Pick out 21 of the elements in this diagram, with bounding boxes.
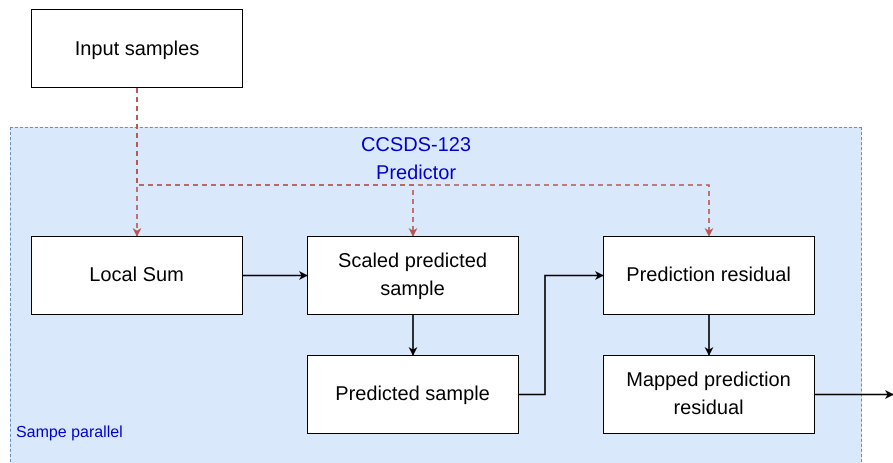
process-box — [31, 9, 243, 88]
arrow — [519, 271, 604, 396]
process-box — [306, 354, 518, 434]
arrow — [243, 271, 308, 280]
group-note: Sampe parallel — [16, 424, 123, 442]
arrow — [136, 88, 714, 237]
process-box — [30, 236, 242, 314]
arrow — [704, 315, 714, 356]
process-box — [602, 354, 814, 434]
box-label: Input samples — [74, 36, 200, 62]
box-label: Prediction residual — [626, 263, 791, 288]
arrow — [815, 390, 893, 399]
box-label: Mapped prediction residual — [625, 368, 792, 421]
process-box — [602, 236, 814, 314]
box-label: Scaled predicted sample — [337, 249, 488, 302]
group-container — [10, 127, 862, 463]
box-label: Predicted sample — [335, 382, 490, 407]
process-box — [306, 236, 518, 314]
group-title: CCSDS-123 Predictor — [360, 133, 472, 186]
arrow — [408, 315, 418, 356]
box-label: Local Sum — [89, 263, 184, 288]
